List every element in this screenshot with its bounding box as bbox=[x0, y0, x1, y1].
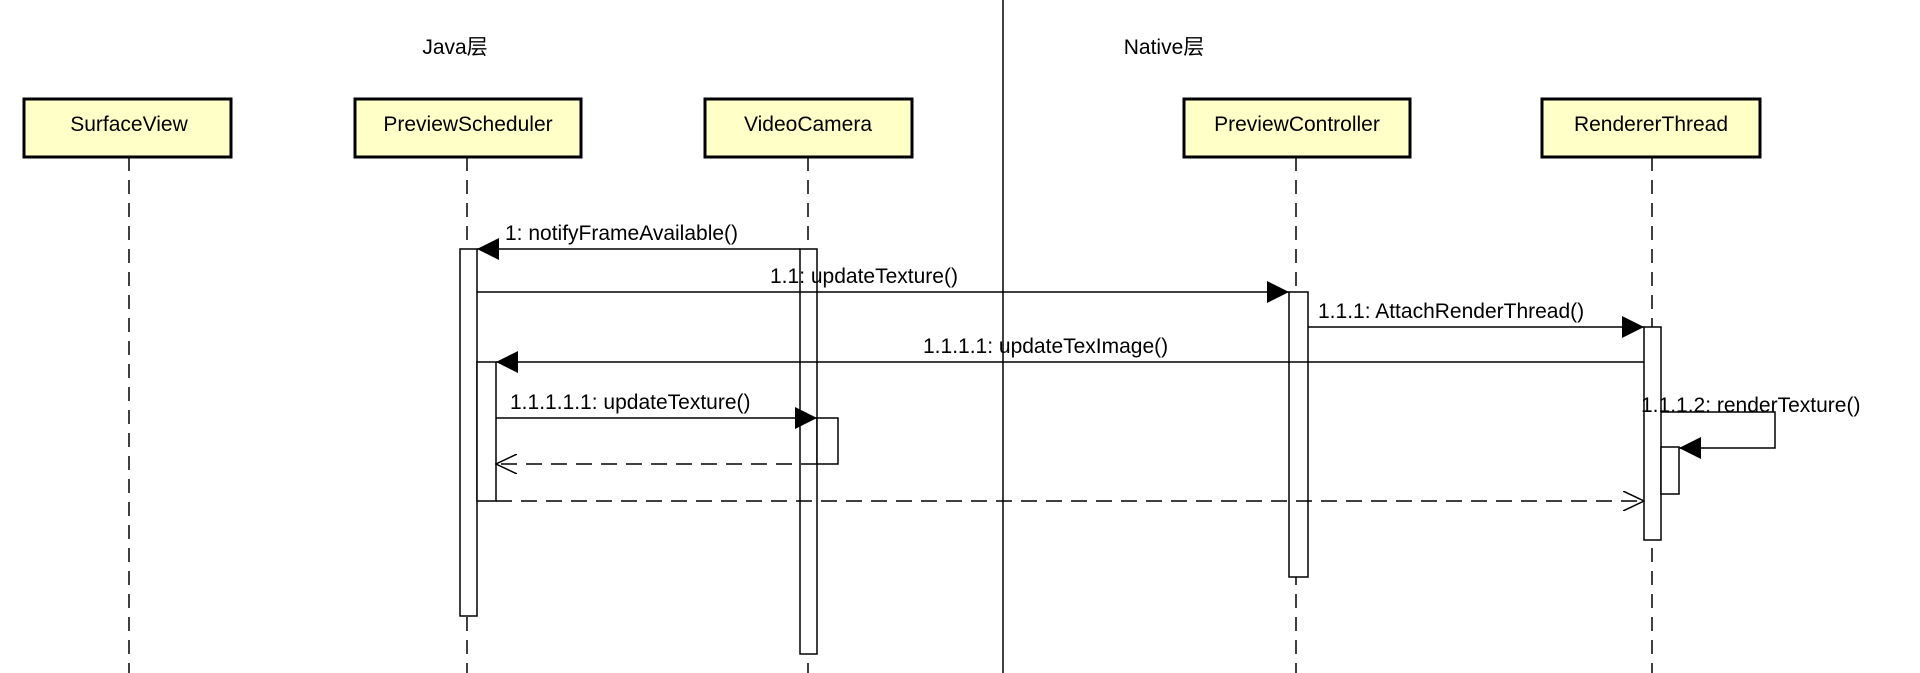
participant-box-previewcontroller bbox=[1182, 97, 1412, 159]
activation-previewscheduler-nested bbox=[476, 361, 497, 502]
participant-label-rendererthread: RendererThread bbox=[1574, 113, 1728, 136]
message-label-1-1-1-2: 1.1.1.2: renderTexture() bbox=[1641, 394, 1860, 417]
participant-label-previewscheduler: PreviewScheduler bbox=[383, 113, 552, 136]
activation-previewcontroller bbox=[1288, 291, 1309, 578]
message-label-1-1: 1.1: updateTexture() bbox=[770, 265, 958, 288]
participant-box-rendererthread bbox=[1540, 97, 1762, 159]
participant-box-previewscheduler bbox=[353, 97, 583, 159]
java-layer-label: Java层 bbox=[422, 36, 487, 59]
participant-label-videocamera: VideoCamera bbox=[744, 113, 872, 136]
activation-rendererthread bbox=[1643, 326, 1662, 541]
message-arrow-1-1-1-2 bbox=[1661, 411, 1776, 459]
activation-rendererthread-nested bbox=[1660, 446, 1680, 495]
message-label-1-1-1: 1.1.1: AttachRenderThread() bbox=[1318, 300, 1584, 323]
activation-videocamera bbox=[799, 248, 818, 655]
native-layer-label: Native层 bbox=[1124, 36, 1205, 59]
participant-label-previewcontroller: PreviewController bbox=[1214, 113, 1380, 136]
activation-videocamera-nested bbox=[816, 417, 839, 465]
activation-previewscheduler bbox=[459, 248, 478, 617]
participant-label-surfaceview: SurfaceView bbox=[70, 113, 188, 136]
message-label-1: 1: notifyFrameAvailable() bbox=[505, 222, 738, 245]
message-label-1-1-1-1-1: 1.1.1.1.1: updateTexture() bbox=[510, 391, 751, 414]
participant-box-surfaceview bbox=[22, 97, 233, 159]
participant-box-videocamera bbox=[703, 97, 914, 159]
message-label-1-1-1-1: 1.1.1.1: updateTexImage() bbox=[923, 335, 1168, 358]
